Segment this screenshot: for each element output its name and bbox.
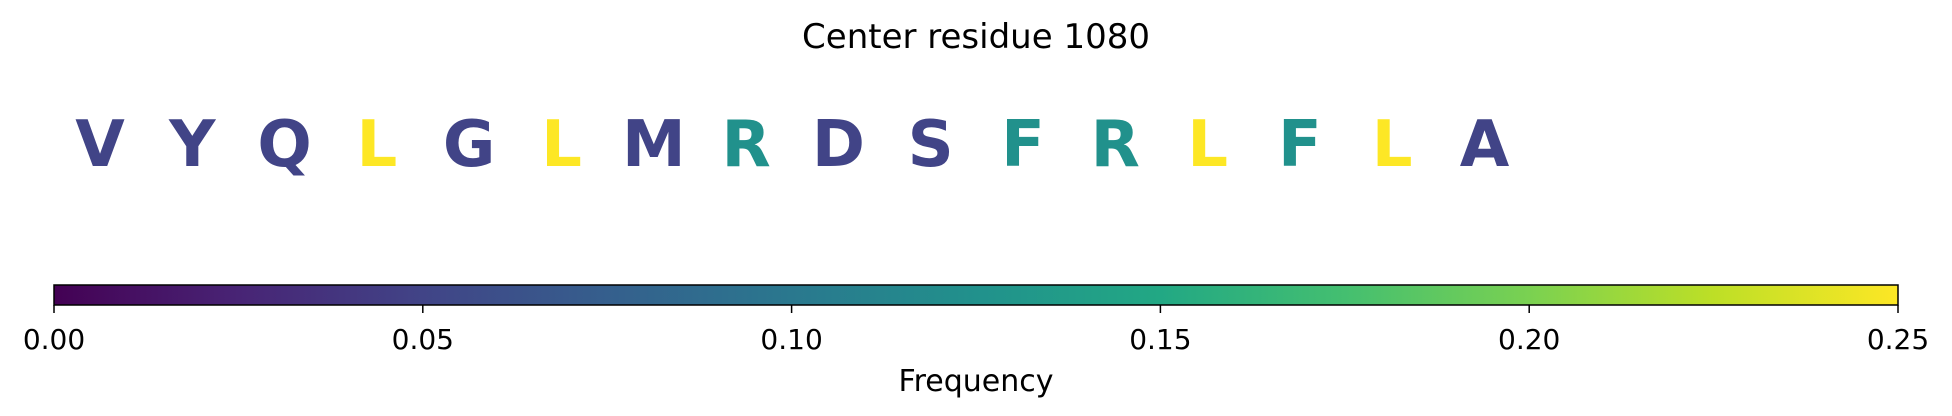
- colorbar-tick-label: 0.20: [1498, 323, 1560, 356]
- colorbar-label: Frequency: [899, 364, 1054, 399]
- residue-letter: L: [1372, 108, 1413, 182]
- residue-letter: L: [1187, 108, 1228, 182]
- residue-letter: F: [1278, 108, 1322, 182]
- residue-letter: A: [1460, 108, 1510, 182]
- colorbar-tick-label: 0.00: [23, 323, 85, 356]
- colorbar-tick-label: 0.05: [392, 323, 454, 356]
- residue-letter: F: [1001, 108, 1045, 182]
- chart-title: Center residue 1080: [802, 17, 1150, 57]
- residue-letter: R: [721, 108, 770, 182]
- residue-letter: S: [908, 108, 954, 182]
- residue-letter: Y: [168, 108, 216, 182]
- residue-letter: Q: [257, 108, 311, 182]
- residue-letter: V: [75, 108, 125, 182]
- residue-letter: D: [812, 108, 865, 182]
- colorbar-ticks: 0.00 0.05 0.10 0.15 0.20 0.25: [23, 305, 1929, 356]
- colorbar: [53, 284, 1899, 306]
- colorbar-tick-label: 0.15: [1129, 323, 1191, 356]
- colorbar-tick-label: 0.25: [1867, 323, 1929, 356]
- residue-letter: L: [357, 108, 398, 182]
- residue-letter: L: [541, 108, 582, 182]
- residue-letter: G: [443, 108, 496, 182]
- residue-letter: R: [1091, 108, 1140, 182]
- colorbar-tick-label: 0.10: [760, 323, 822, 356]
- residue-letter: M: [622, 108, 686, 182]
